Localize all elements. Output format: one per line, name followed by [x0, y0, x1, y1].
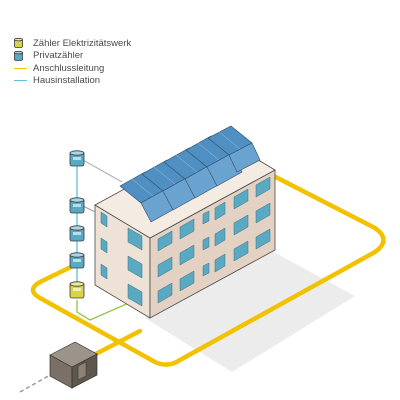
legend-item-utility-meter: Zähler Elektrizitätswerk [14, 37, 131, 50]
house-installation-swatch [14, 80, 27, 82]
legend: Zähler Elektrizitätswerk Privatzähler An… [14, 37, 131, 87]
legend-label: Zähler Elektrizitätswerk [33, 37, 132, 49]
legend-label: Privatzähler [33, 50, 84, 62]
solar-panels [119, 125, 261, 223]
solar-panel [228, 142, 261, 173]
legend-label: Hausinstallation [33, 75, 101, 87]
utility-meter-icon [14, 37, 28, 49]
private-meter-icon [69, 150, 85, 167]
meter-connection-line [76, 297, 141, 321]
legend-label: Anschlussleitung [33, 62, 105, 74]
private-meters [69, 150, 85, 269]
private-meter-icon [69, 197, 85, 214]
incoming-supply-line [19, 373, 53, 393]
legend-item-connection-line: Anschlussleitung [14, 62, 131, 75]
legend-item-house-installation: Hausinstallation [14, 75, 131, 88]
connection-line-swatch [14, 67, 27, 69]
utility-meter-icon [69, 281, 85, 299]
front-windows [100, 211, 143, 307]
solar-panel-grid [131, 131, 241, 197]
private-meter-icon [14, 50, 28, 62]
side-windows [157, 176, 271, 304]
legend-item-private-meter: Privatzähler [14, 50, 131, 63]
building-shadow [145, 250, 355, 372]
meter-feed-lines [82, 159, 123, 213]
transformer-station [49, 341, 98, 389]
connection-line-loop [30, 167, 386, 367]
private-meter-icon [69, 252, 85, 269]
private-meter-icon [69, 225, 85, 242]
